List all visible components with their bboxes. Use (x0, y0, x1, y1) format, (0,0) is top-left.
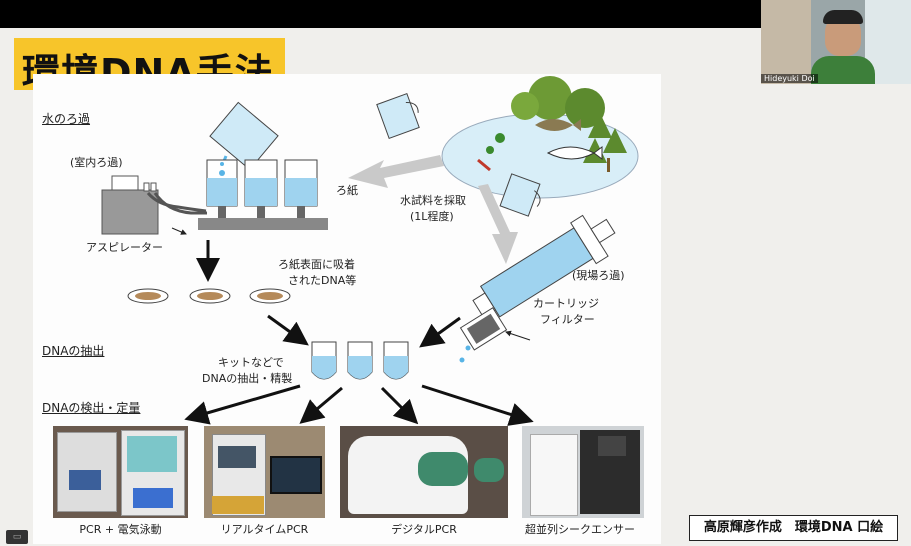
section-dna-detection: DNAの検出・定量 (42, 401, 141, 415)
presentation-slide: 環境DNA手法 (0, 28, 911, 546)
top-black-bar (0, 0, 911, 28)
participant-shirt (811, 56, 875, 84)
label-filter: フィルター (540, 313, 595, 326)
label-water-sampling: 水試料を採取 (400, 194, 466, 207)
label-adsorbed-2: されたDNA等 (288, 274, 357, 287)
label-filter-paper: ろ紙 (336, 184, 358, 197)
aspirator-icon (101, 175, 207, 235)
screen-share-icon[interactable]: ▭ (6, 530, 28, 544)
label-cartridge: カートリッジ (533, 297, 599, 310)
credit-box: 高原輝彦作成 環境DNA 口絵 (689, 515, 898, 541)
caption-sequencer: 超並列シークエンサー (525, 523, 635, 536)
bookshelf-background (761, 0, 811, 84)
label-aspirator: アスピレーター (86, 241, 163, 254)
pond-illustration (441, 76, 639, 199)
label-adsorbed-1: ろ紙表面に吸着 (278, 258, 355, 271)
sequencer-photo (522, 426, 644, 518)
caption-realtime-pcr: リアルタイムPCR (220, 523, 309, 536)
gray-arrows (348, 155, 518, 264)
beaker-icon (376, 92, 541, 217)
filter-papers (127, 288, 291, 304)
label-indoor-filtration: (室内ろ過) (70, 156, 123, 169)
participant-name: Hideyuki Doi (761, 74, 818, 83)
label-kit-2: DNAの抽出・精製 (202, 372, 293, 385)
section-dna-extraction: DNAの抽出 (42, 344, 105, 358)
caption-digital-pcr: デジタルPCR (391, 523, 457, 536)
caption-pcr: PCR + 電気泳動 (79, 523, 162, 536)
participant-hair (823, 10, 863, 24)
section-water-filtration: 水のろ過 (42, 112, 91, 126)
label-water-volume: (1L程度) (410, 210, 454, 223)
participant-video-tile[interactable]: Hideyuki Doi (761, 0, 911, 84)
digital-pcr-photo (340, 426, 508, 518)
label-kit-1: キットなどで (218, 356, 284, 369)
flow-arrows (184, 314, 534, 426)
pcr-photo (53, 426, 188, 518)
filter-funnels (198, 159, 328, 230)
realtime-pcr-photo (204, 426, 325, 518)
pouring-beaker-icon (209, 101, 279, 171)
cartridge-filter-icon (459, 307, 508, 351)
diagram-graphics (101, 76, 639, 426)
tubes (311, 341, 409, 380)
label-field-filtration: (現場ろ過) (572, 269, 625, 282)
